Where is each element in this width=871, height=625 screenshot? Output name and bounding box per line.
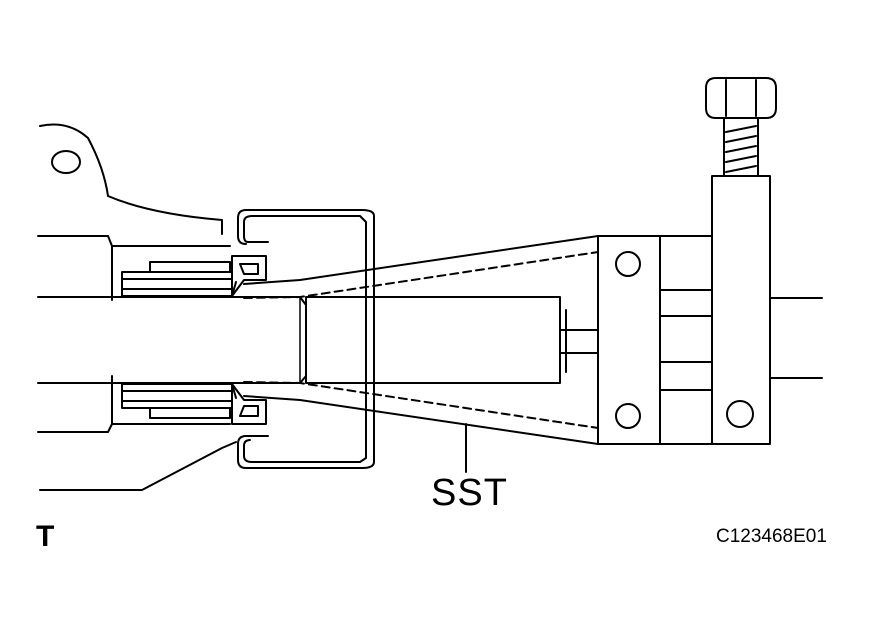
bearing-upper	[121, 261, 233, 297]
housing	[37, 123, 237, 491]
corner-mark: T	[36, 520, 55, 553]
sst-head-block	[597, 235, 713, 445]
sst-screw-arm	[711, 175, 823, 445]
bolt-hole-icon	[51, 150, 81, 174]
bearing-lower	[121, 383, 233, 419]
bolt-circle-icon	[615, 251, 641, 277]
sst-label: SST	[431, 472, 508, 514]
sst-cone	[243, 235, 599, 445]
forcing-screw	[705, 77, 777, 177]
sst-mandrel	[305, 296, 599, 384]
oil-seal-upper	[231, 255, 267, 297]
retainer-plate	[237, 209, 375, 469]
figure-code: C123468E01	[716, 526, 827, 547]
oil-seal-lower	[231, 383, 267, 425]
shaft	[37, 296, 307, 384]
bolt-circle-icon	[726, 400, 754, 428]
bolt-circle-icon	[615, 403, 641, 429]
